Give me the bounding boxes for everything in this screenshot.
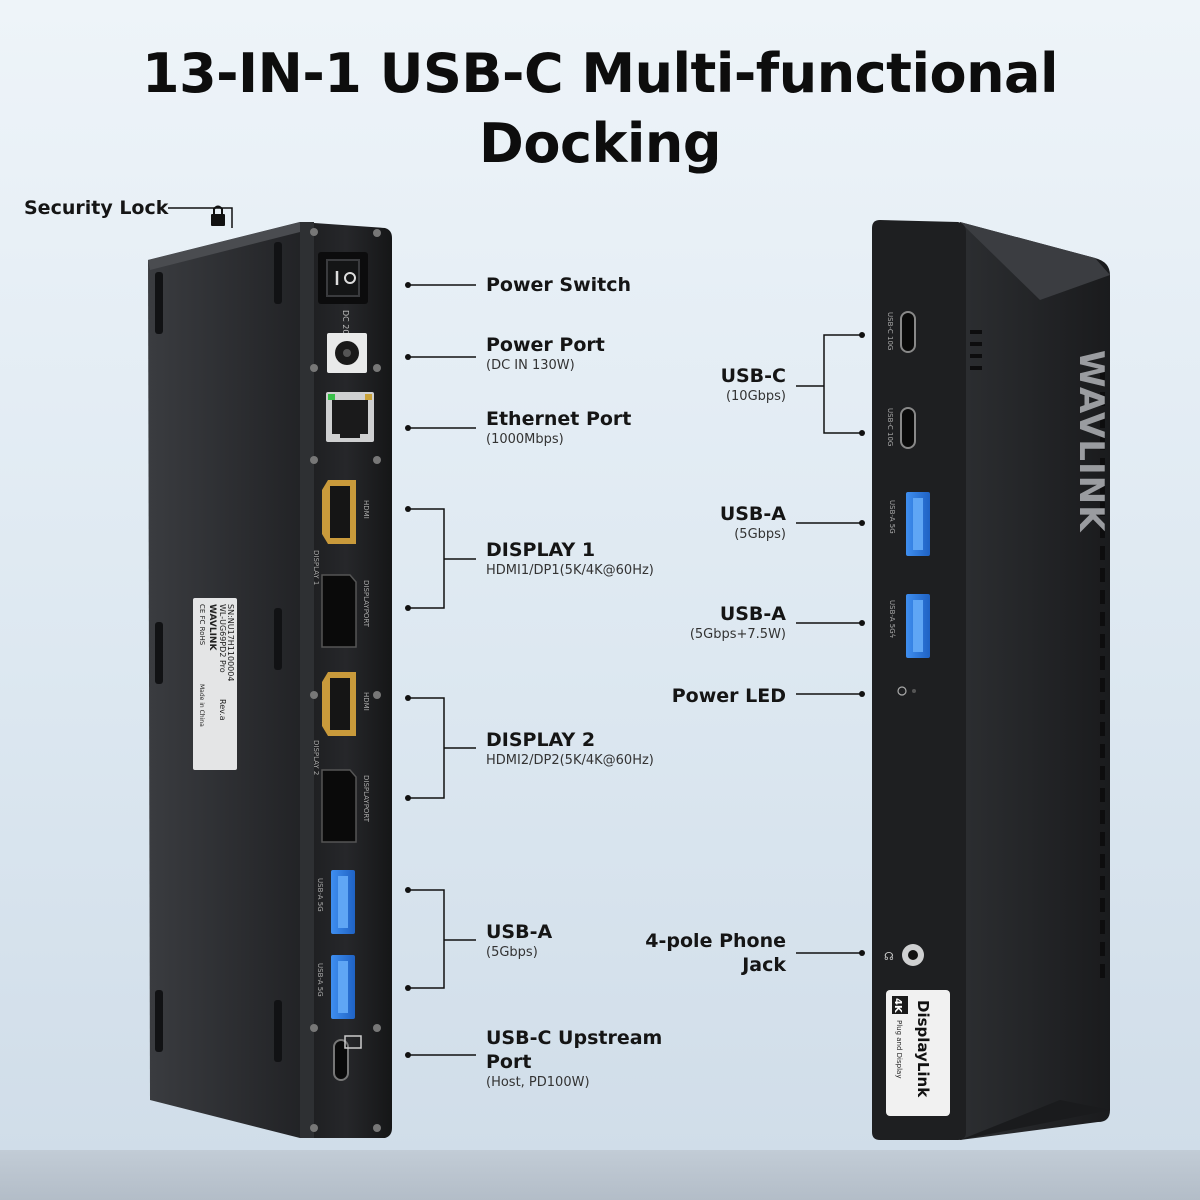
usba-label-2: USB-A 5G bbox=[316, 963, 324, 997]
hdmi-label-2: HDMI bbox=[362, 692, 370, 711]
power-port-label: Power Port (DC IN 130W) bbox=[486, 334, 605, 373]
power-led bbox=[897, 686, 916, 696]
leader-dots bbox=[405, 282, 865, 1058]
label-marks-text: CE FC RoHS bbox=[198, 604, 206, 646]
display2-label: DISPLAY 2 bbox=[312, 740, 320, 775]
right-usba-ports: USB-A 5G USB-A 5Gϟ bbox=[888, 492, 930, 658]
phone-jack-label: 4-pole Phone Jack bbox=[645, 930, 786, 976]
badge-plug: Plug and Display bbox=[895, 1020, 903, 1078]
phone-jack: ☊ bbox=[884, 944, 924, 966]
display-2-ports: HDMI DISPLAY 2 DISPLAYPORT bbox=[312, 672, 370, 843]
usbc-upstream-port bbox=[333, 1035, 362, 1081]
headline-line-1: 13-IN-1 USB-C Multi-functional bbox=[142, 42, 1059, 105]
power-port bbox=[327, 333, 367, 373]
ethernet-port bbox=[326, 392, 374, 442]
usbc-upstream-label: USB-C Upstream Port (Host, PD100W) bbox=[486, 1027, 663, 1090]
label-model-text: WL-UG69PD2 Pro bbox=[218, 604, 227, 673]
label-brand-text: WAVLINK bbox=[207, 604, 217, 651]
right-usbc-label: USB-C (10Gbps) bbox=[720, 365, 786, 404]
label-rev-text: Rev.a bbox=[218, 699, 227, 721]
label-sn-text: SN:NU17H1100004 bbox=[226, 604, 235, 681]
display-1-ports: HDMI DISPLAY 1 DISPLAYPORT bbox=[312, 480, 370, 648]
displaylink-badge: 4K DisplayLink Plug and Display bbox=[886, 990, 950, 1116]
svg-text:☊: ☊ bbox=[884, 950, 894, 963]
leader-lines bbox=[168, 207, 862, 1056]
ethernet-port-label: Ethernet Port (1000Mbps) bbox=[486, 408, 632, 447]
left-dock-side-panel: WAVLINK WL-UG69PD2 Pro Rev.a SN:NU17H110… bbox=[148, 222, 300, 1138]
label-fine-text: Made in China bbox=[198, 684, 205, 727]
power-switch-label: Power Switch bbox=[486, 274, 632, 296]
usba-label-1: USB-A 5G bbox=[316, 878, 324, 912]
power-switch bbox=[318, 252, 368, 304]
headline-line-2: Docking bbox=[479, 112, 721, 175]
usbc-label-2: USB-C 10G bbox=[886, 408, 894, 446]
right-usba-label-1: USB-A 5G bbox=[888, 500, 896, 534]
dc-label: DC 20V bbox=[341, 310, 350, 340]
vent-slats bbox=[970, 330, 1105, 978]
left-usba-ports: USB-A 5G USB-A 5G bbox=[316, 870, 355, 1019]
floor bbox=[0, 1150, 1200, 1200]
display-2-label: DISPLAY 2 HDMI2/DP2(5K/4K@60Hz) bbox=[486, 729, 654, 768]
hdmi-label-1: HDMI bbox=[362, 500, 370, 519]
right-usba-label-2: USB-A 5Gϟ bbox=[888, 600, 896, 638]
right-usbc-ports: USB-C 10G USB-C 10G bbox=[886, 311, 916, 449]
right-usba-power-label: USB-A (5Gbps+7.5W) bbox=[689, 603, 786, 642]
badge-displaylink: DisplayLink bbox=[914, 1000, 932, 1098]
dp-label-2: DISPLAYPORT bbox=[362, 775, 370, 823]
usbc-label-1: USB-C 10G bbox=[886, 312, 894, 350]
lock-icon bbox=[211, 205, 225, 226]
badge-4k: 4K bbox=[892, 998, 903, 1014]
right-dock-body: WAVLINK USB-C 10G USB-C 10G USB-A 5G USB… bbox=[872, 220, 1111, 1140]
right-usba-5g-label: USB-A (5Gbps) bbox=[719, 503, 786, 542]
display-1-label: DISPLAY 1 HDMI1/DP1(5K/4K@60Hz) bbox=[486, 539, 654, 578]
left-usba-label: USB-A (5Gbps) bbox=[486, 921, 553, 960]
power-led-label: Power LED bbox=[671, 685, 786, 707]
dp-label-1: DISPLAYPORT bbox=[362, 580, 370, 628]
display1-label: DISPLAY 1 bbox=[312, 550, 320, 585]
security-lock-label: Security Lock bbox=[24, 197, 169, 219]
left-dock-port-face: DC 20V HDMI DISPLAY 1 bbox=[300, 222, 392, 1138]
right-brand-logo: WAVLINK bbox=[1071, 350, 1111, 533]
